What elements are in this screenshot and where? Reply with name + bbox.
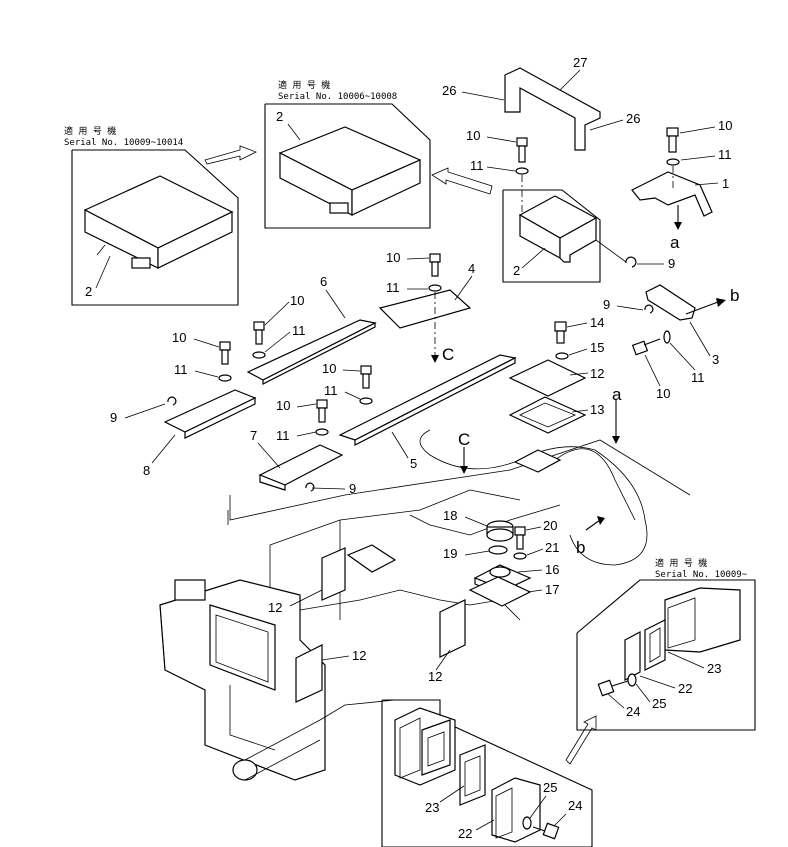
callout-9-left: 9 xyxy=(110,410,117,425)
callout-5: 5 xyxy=(410,456,417,471)
callout-16: 16 xyxy=(545,562,559,577)
callout-8: 8 xyxy=(143,463,150,478)
callout-9-top-right: 9 xyxy=(668,256,675,271)
callout-1: 1 xyxy=(722,176,729,191)
bracket-1-group: 10 11 1 a xyxy=(631,118,732,252)
callout-11-right: 11 xyxy=(691,370,705,385)
callout-10-plate5: 10 xyxy=(322,361,336,376)
cover-12-13-group: 12 13 14 15 a xyxy=(508,315,622,444)
callout-3: 3 xyxy=(712,352,719,367)
callout-22-bottom: 22 xyxy=(458,826,472,841)
callout-10-plate8: 10 xyxy=(172,330,186,345)
callout-10-plate7: 10 xyxy=(276,398,290,413)
inset-bottom-right-jp: 適 用 号 機 xyxy=(655,557,707,569)
callout-9-right: 9 xyxy=(603,297,610,312)
callout-12-left: 12 xyxy=(268,600,282,615)
callout-10-far-right: 10 xyxy=(718,118,732,133)
callout-11-plate7: 11 xyxy=(276,428,290,443)
callout-10-plate6: 10 xyxy=(290,293,304,308)
callout-2-top-middle: 2 xyxy=(276,109,283,124)
callout-2-top-right: 2 xyxy=(513,263,520,278)
plate-7: 7 10 11 9 xyxy=(250,398,356,496)
callout-12-top: 12 xyxy=(590,366,604,381)
callout-4: 4 xyxy=(468,261,475,276)
inset-top-left-serial: Serial No. 10009~10014 xyxy=(64,138,183,148)
inset-bottom-right: 適 用 号 機 Serial No. 10009~ 23 22 25 24 xyxy=(565,557,756,765)
callout-12-center: 12 xyxy=(352,648,366,663)
callout-20: 20 xyxy=(543,518,557,533)
callout-25-bottom: 25 xyxy=(543,780,557,795)
view-letter-c-top: C xyxy=(442,345,454,364)
callout-6: 6 xyxy=(320,274,327,289)
callout-26-left: 26 xyxy=(442,83,456,98)
main-frame: 12 12 12 C xyxy=(159,429,691,781)
long-plate-6: 6 10 11 xyxy=(246,274,377,385)
inset-top-middle: 適 用 号 機 Serial No. 10006~10008 2 xyxy=(264,79,493,229)
callout-10-plate4: 10 xyxy=(386,250,400,265)
top-right-assembly: 2 27 26 26 10 11 9 xyxy=(442,55,675,283)
callout-24-inset: 24 xyxy=(626,704,640,719)
callout-11-plate8: 11 xyxy=(174,362,188,377)
inset-top-left-jp: 適 用 号 機 xyxy=(64,125,116,137)
bracket-3-group: b 3 9 10 11 xyxy=(603,284,739,401)
callout-25-inset: 25 xyxy=(652,696,666,711)
inset-top-middle-serial: Serial No. 10006~10008 xyxy=(278,92,397,102)
callout-12-right: 12 xyxy=(428,669,442,684)
callout-11-plate4: 11 xyxy=(386,280,400,295)
mount-parts: 18 19 20 21 16 17 b xyxy=(443,508,605,607)
inset-top-middle-jp: 適 用 号 機 xyxy=(278,79,330,91)
callout-23-inset: 23 xyxy=(707,661,721,676)
callout-11-top-right: 11 xyxy=(470,158,484,173)
callout-26-right: 26 xyxy=(626,111,640,126)
callout-27: 27 xyxy=(573,55,587,70)
callout-11-plate6: 11 xyxy=(292,323,306,338)
callout-11-far-right: 11 xyxy=(718,147,732,162)
cover-plate-4: 4 10 11 C xyxy=(378,250,475,364)
callout-7: 7 xyxy=(250,428,257,443)
inset-top-left: 適 用 号 機 Serial No. 10009~10014 2 xyxy=(64,125,257,306)
inset-bottom-right-serial: Serial No. 10009~ xyxy=(655,570,748,580)
plate-8: 8 9 10 11 xyxy=(110,330,257,478)
callout-13: 13 xyxy=(590,402,604,417)
view-letter-b-top: b xyxy=(730,286,739,305)
callout-2-top-left: 2 xyxy=(85,284,92,299)
view-letter-b-mid: b xyxy=(576,538,585,557)
callout-14: 14 xyxy=(590,315,604,330)
callout-21: 21 xyxy=(545,540,559,555)
callout-15: 15 xyxy=(590,340,604,355)
callout-24-bottom: 24 xyxy=(568,798,582,813)
callout-18: 18 xyxy=(443,508,457,523)
view-letter-c-mid: C xyxy=(458,430,470,449)
callout-17: 17 xyxy=(545,582,559,597)
callout-11-plate5: 11 xyxy=(324,383,338,398)
callout-22-inset: 22 xyxy=(678,681,692,696)
inset-bottom-center: 23 22 25 24 xyxy=(381,699,593,847)
callout-19: 19 xyxy=(443,546,457,561)
callout-10-top-right: 10 xyxy=(466,128,480,143)
callout-23-bottom: 23 xyxy=(425,800,439,815)
callout-10-right: 10 xyxy=(656,386,670,401)
long-plate-5: 5 10 11 xyxy=(322,354,517,471)
callout-9-plate7: 9 xyxy=(349,481,356,496)
view-letter-a-top: a xyxy=(670,233,680,252)
view-letter-a-mid: a xyxy=(612,385,622,404)
